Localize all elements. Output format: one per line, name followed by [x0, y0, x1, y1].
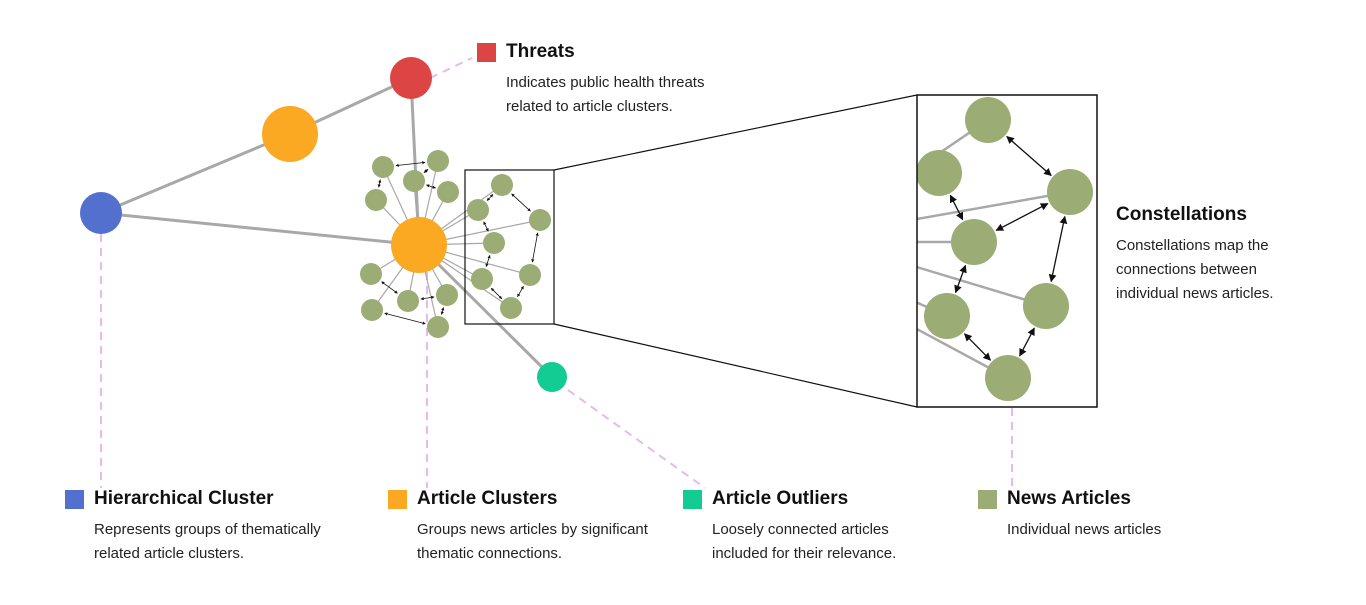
leader-line — [567, 389, 706, 489]
legend-outliers-title: Article Outliers — [712, 488, 849, 509]
news-article-node — [361, 299, 383, 321]
threat-node — [390, 57, 432, 99]
cluster-edge — [100, 132, 291, 215]
article-arrow — [377, 179, 382, 188]
legend-hierarchical: Hierarchical Cluster Represents groups o… — [65, 488, 359, 566]
legend-outliers: Article Outliers Loosely connected artic… — [683, 488, 927, 566]
legend-clusters-title: Article Clusters — [417, 488, 558, 509]
legend-clusters-desc: Groups news articles by significant them… — [417, 521, 648, 562]
zoom-edge — [917, 190, 1071, 221]
zoom-arrow — [995, 202, 1049, 232]
legend-threats-desc: Indicates public health threats related … — [506, 74, 705, 115]
zoom-article-node — [924, 293, 970, 339]
news-article-node — [519, 264, 541, 286]
zoom-article-node — [951, 219, 997, 265]
legend-threats-title: Threats — [506, 41, 575, 62]
article-arrow — [517, 285, 524, 298]
legend-articles: News Articles Individual news articles — [978, 488, 1247, 542]
zoom-connector-top — [553, 94, 918, 171]
leader-lines — [100, 57, 1013, 489]
legend-hierarchical-title: Hierarchical Cluster — [94, 488, 274, 509]
article-outlier-node — [537, 362, 567, 392]
legend-threats: Threats Indicates public health threats … — [477, 41, 746, 119]
news-article-node — [403, 170, 425, 192]
news-article-node — [397, 290, 419, 312]
leader-line — [429, 57, 473, 79]
zoom-arrow — [949, 194, 964, 221]
zoom-arrow — [1048, 215, 1068, 283]
zoom-arrow — [1019, 327, 1035, 357]
article-arrow — [420, 295, 435, 301]
article-cluster-node — [391, 217, 447, 273]
cluster-edge — [100, 211, 420, 247]
article-arrow — [381, 281, 398, 294]
zoom-arrow — [954, 264, 967, 294]
zoom-panel-border — [916, 94, 1098, 408]
article-arrow — [485, 255, 491, 267]
legend-clusters: Article Clusters Groups news articles by… — [388, 488, 679, 566]
zoom-selection-box — [464, 169, 555, 325]
zoom-panel-content — [917, 95, 1097, 407]
constellations-desc: Constellations map the connections betwe… — [1116, 237, 1274, 302]
article-arrow — [511, 193, 531, 212]
constellations-title: Constellations — [1116, 204, 1247, 225]
article-arrow — [490, 287, 503, 300]
nodes — [80, 57, 567, 392]
article-cluster-node — [262, 106, 318, 162]
legend-articles-desc: Individual news articles — [1007, 521, 1162, 538]
news-article-node — [365, 189, 387, 211]
legend-outliers-desc: Loosely connected articles included for … — [712, 521, 897, 562]
zoom-article-node — [917, 150, 962, 196]
legend-articles-title: News Articles — [1007, 488, 1131, 509]
zoom-arrow — [963, 333, 992, 361]
outliers-swatch — [683, 489, 702, 509]
news-article-node — [427, 316, 449, 338]
article-arrow — [426, 184, 436, 189]
cluster-edge — [417, 243, 554, 379]
hierarchical-cluster-node — [80, 192, 122, 234]
article-arrow — [384, 312, 426, 325]
article-arrow — [395, 161, 426, 167]
hierarchical-swatch — [65, 489, 84, 509]
news-article-node — [471, 268, 493, 290]
article-arrow — [531, 232, 539, 263]
zoom-connector-bottom — [553, 323, 918, 408]
constellation-arrows — [377, 161, 539, 325]
clusters-swatch — [388, 489, 407, 509]
zoom-article-node — [1047, 169, 1093, 215]
articles-swatch — [978, 489, 997, 509]
news-article-node — [483, 232, 505, 254]
zoom-callout — [464, 94, 1098, 408]
article-arrow — [486, 194, 494, 201]
constellations-label: Constellations Constellations map the co… — [1116, 204, 1316, 306]
threats-swatch — [477, 42, 496, 62]
news-article-node — [491, 174, 513, 196]
article-arrow — [483, 221, 489, 232]
news-article-node — [427, 150, 449, 172]
news-article-node — [467, 199, 489, 221]
news-article-node — [529, 209, 551, 231]
zoom-arrow — [1006, 135, 1052, 177]
news-article-node — [437, 181, 459, 203]
news-article-node — [360, 263, 382, 285]
article-arrow — [423, 169, 429, 173]
news-article-node — [372, 156, 394, 178]
zoom-edge — [917, 265, 1047, 308]
zoom-article-node — [985, 355, 1031, 401]
news-article-node — [436, 284, 458, 306]
edges — [100, 76, 554, 379]
legend-hierarchical-desc: Represents groups of thematically relate… — [94, 521, 321, 562]
article-arrow — [440, 307, 445, 315]
zoom-article-node — [1023, 283, 1069, 329]
news-article-node — [500, 297, 522, 319]
zoom-article-node — [965, 97, 1011, 143]
